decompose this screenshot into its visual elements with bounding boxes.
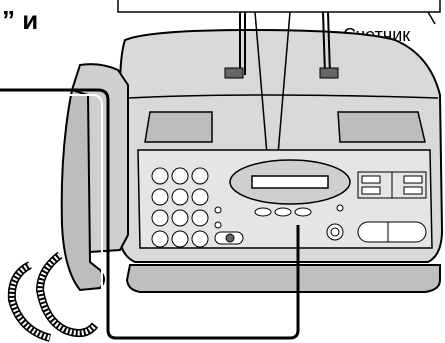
- top-callout-frame: [118, 0, 440, 12]
- keypad-key-5[interactable]: [172, 189, 188, 205]
- cluster-button-4[interactable]: [404, 187, 422, 194]
- keypad-key-9[interactable]: [192, 210, 208, 226]
- keypad-key-0[interactable]: [172, 231, 188, 247]
- keypad-key-star[interactable]: [152, 231, 168, 247]
- keypad-key-8[interactable]: [172, 210, 188, 226]
- start-button[interactable]: [358, 222, 426, 242]
- round-button-large[interactable]: [327, 224, 343, 240]
- keypad-key-6[interactable]: [192, 189, 208, 205]
- keypad-key-7[interactable]: [152, 210, 168, 226]
- indicator-dot-2: [215, 222, 221, 228]
- fax-base: [127, 265, 440, 292]
- keypad-key-hash[interactable]: [192, 231, 208, 247]
- cluster-button-1[interactable]: [362, 176, 380, 183]
- cluster-button-2[interactable]: [362, 187, 380, 194]
- volume-knob[interactable]: [226, 234, 234, 242]
- cluster-button-3[interactable]: [404, 176, 422, 183]
- function-button-3[interactable]: [295, 208, 311, 216]
- counter-callout-pointer: [428, 12, 435, 24]
- lcd-display: [252, 176, 328, 188]
- function-button-2[interactable]: [275, 208, 291, 216]
- paper-clip-right: [320, 68, 338, 78]
- right-window: [338, 112, 425, 142]
- indicator-dot-3: [337, 205, 343, 211]
- keypad-key-1[interactable]: [152, 168, 168, 184]
- paper-clip-left: [225, 68, 243, 78]
- function-button-1[interactable]: [255, 208, 271, 216]
- keypad-key-4[interactable]: [152, 189, 168, 205]
- keypad-key-2[interactable]: [172, 168, 188, 184]
- left-window: [145, 112, 212, 142]
- keypad-key-3[interactable]: [192, 168, 208, 184]
- indicator-dot-1: [215, 207, 221, 213]
